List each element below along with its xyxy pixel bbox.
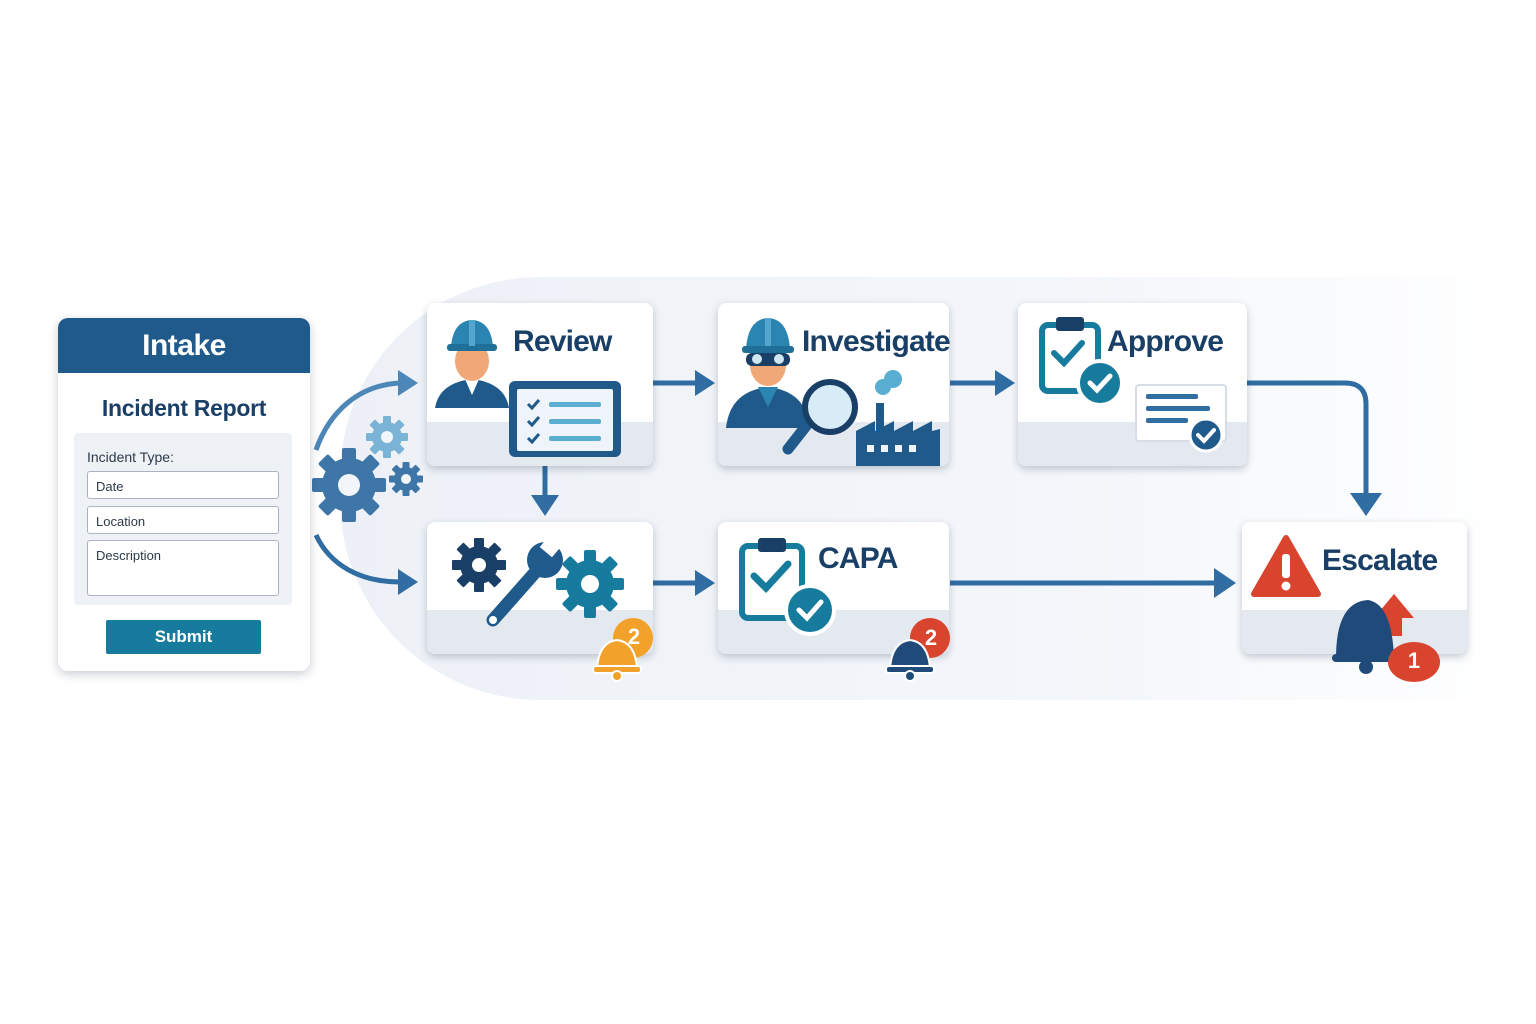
bell-icon: [885, 618, 950, 682]
arrowhead: [398, 370, 418, 396]
warning-icon: [1251, 535, 1321, 597]
arrowhead: [531, 495, 559, 516]
arrow-intake-to-review: [313, 380, 401, 451]
gears-icon: [312, 416, 423, 522]
step-card-approve[interactable]: Approve: [1018, 303, 1247, 466]
escalation-bell-icon: [1332, 594, 1440, 682]
form-fields: Incident Type: Date Location Description: [74, 433, 292, 605]
investigator-magnifier-icon: [726, 318, 940, 466]
alert-count-badge: 2: [924, 625, 938, 650]
submit-button[interactable]: Submit: [106, 620, 261, 654]
step-card-corrective-tools[interactable]: 2: [427, 522, 653, 682]
bell-icon: [592, 618, 653, 682]
alert-count-badge: 2: [627, 624, 641, 649]
date-field[interactable]: Date: [87, 471, 279, 499]
step-label-investigate: Investigate: [802, 325, 951, 358]
alert-count-badge: 1: [1407, 648, 1421, 673]
step-card-review[interactable]: Review: [427, 303, 653, 466]
arrowhead: [398, 569, 418, 595]
arrowhead: [695, 570, 715, 596]
arrowhead: [995, 370, 1015, 396]
approval-clipboard-icon: [1039, 317, 1227, 453]
arrowhead: [695, 370, 715, 396]
form-title: Incident Report: [101, 395, 267, 421]
location-field[interactable]: Location: [87, 506, 279, 534]
incident-type-label: Incident Type:: [87, 449, 174, 465]
gear-wrench-icon: [452, 534, 624, 627]
arrow-approve-to-escalate: [1247, 380, 1369, 495]
arrow-intake-to-tools: [313, 533, 401, 585]
description-field[interactable]: Description: [87, 540, 279, 596]
intake-title: Intake: [58, 318, 310, 373]
step-label-capa: CAPA: [818, 542, 898, 575]
step-label-approve: Approve: [1107, 325, 1224, 358]
step-label-escalate: Escalate: [1322, 544, 1438, 577]
step-card-escalate[interactable]: 1 Escalate: [1242, 522, 1467, 682]
capa-clipboard-icon: [739, 538, 836, 636]
arrowhead: [1214, 568, 1236, 598]
step-card-capa[interactable]: 2: [718, 522, 950, 682]
step-label-review: Review: [513, 325, 612, 358]
worker-checklist-icon: [435, 320, 621, 457]
intake-form: Intake Incident Report Incident Type: Da…: [58, 318, 310, 671]
arrowhead: [1350, 493, 1382, 516]
step-card-investigate[interactable]: Investigate: [718, 303, 951, 466]
